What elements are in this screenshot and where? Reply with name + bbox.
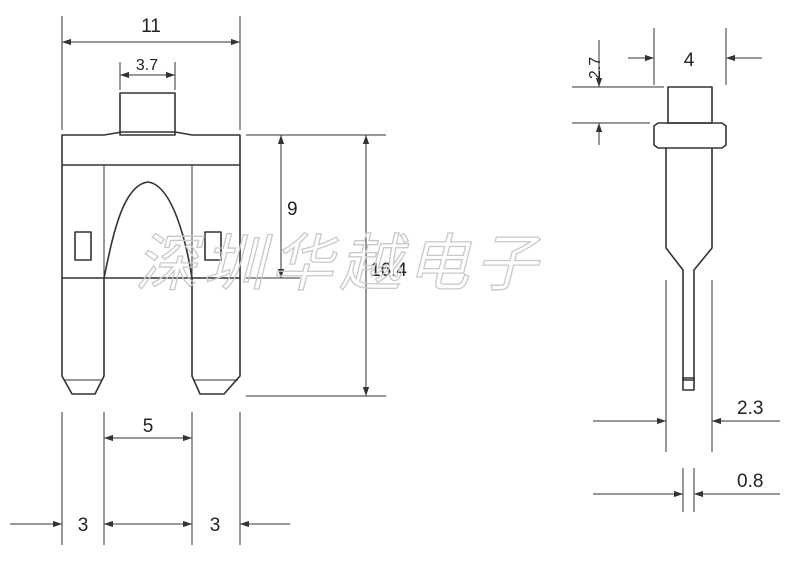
watermark-text: 深圳华越电子	[135, 227, 543, 300]
front-arch	[103, 181, 193, 279]
side-collar	[653, 122, 727, 149]
dim-blade-thickness: 0.8	[737, 471, 763, 492]
dim-blade-right-width: 3	[210, 515, 221, 536]
dim-total-height: 16.4	[370, 260, 407, 281]
side-view: 4 2.7 2.3 0.8	[572, 28, 780, 512]
side-blade-tip	[682, 377, 695, 391]
dim-blade-left-width: 3	[78, 515, 89, 536]
front-top-band	[61, 131, 241, 166]
dim-blade-gap: 5	[143, 416, 154, 437]
dim-side-body-width: 2.3	[737, 398, 763, 419]
front-body	[61, 165, 241, 279]
front-top-tab	[119, 92, 176, 136]
front-right-blade	[191, 278, 241, 395]
side-body	[665, 148, 713, 381]
front-left-window	[74, 231, 92, 261]
front-right-window	[204, 231, 222, 261]
side-cap	[667, 86, 713, 124]
front-left-blade	[61, 278, 105, 395]
dim-cap-height: 2.7	[587, 57, 604, 79]
dim-inner-height: 9	[287, 199, 298, 220]
dim-total-width: 11	[141, 16, 161, 37]
dim-tab-width: 3.7	[136, 57, 158, 74]
front-view: 11 3.7 9 16.4 5 3 3	[10, 16, 407, 545]
dim-side-width: 4	[684, 50, 695, 71]
